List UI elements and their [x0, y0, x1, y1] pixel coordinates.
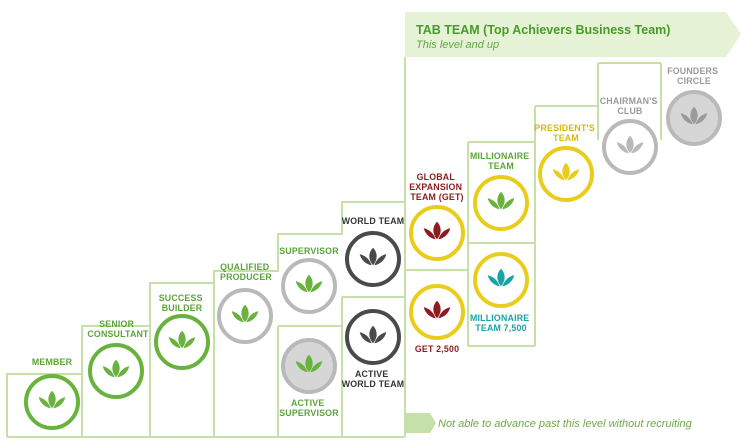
level-senior-consultant: SENIOR CONSULTANT — [87, 319, 149, 399]
svg-text:MILLIONAIRE TEAM: MILLIONAIRE TEAM — [470, 151, 532, 171]
level-active-supervisor: ACTIVE SUPERVISOR — [279, 338, 339, 418]
founders-circle-label-line2: CIRCLE — [677, 76, 711, 86]
millionaire-team-7500-label-line2: TEAM 7,500 — [475, 323, 526, 333]
founders-circle-label-line1: FOUNDERS — [667, 66, 718, 76]
level-millionaire-team-7500: MILLIONAIRE TEAM 7,500 — [470, 252, 532, 333]
supervisor-label: SUPERVISOR — [279, 246, 339, 256]
svg-text:ACTIVE WORLD TEAM: ACTIVE WORLD TEAM — [342, 369, 405, 389]
level-founders-circle: FOUNDERS CIRCLE — [666, 66, 722, 146]
tab-team-subtitle: This level and up — [416, 39, 499, 51]
active-supervisor-label-line1: ACTIVE — [291, 398, 324, 408]
footer-arrow-shape — [405, 413, 436, 433]
world-team-label: WORLD TEAM — [342, 216, 405, 226]
get-2500-label: GET 2,500 — [415, 344, 459, 354]
level-member: MEMBER — [24, 357, 80, 430]
get-label-line3: TEAM (GET) — [410, 192, 463, 202]
get-label-line2: EXPANSION — [409, 182, 462, 192]
chairmans-club-label-line1: CHAIRMAN'S — [600, 96, 658, 106]
active-supervisor-label-line2: SUPERVISOR — [279, 408, 339, 418]
svg-text:FOUNDERS CIRCLE: FOUNDERS CIRCLE — [667, 66, 721, 86]
svg-text:CHAIRMAN'S CLUB: CHAIRMAN'S CLUB — [600, 96, 661, 116]
level-chairmans-club: CHAIRMAN'S CLUB — [600, 96, 661, 175]
active-world-team-label-line2: WORLD TEAM — [342, 379, 405, 389]
level-world-team: WORLD TEAM — [342, 216, 405, 287]
level-qualified-producer: QUALIFIED PRODUCER — [217, 262, 273, 344]
senior-consultant-label-line1: SENIOR — [99, 319, 134, 329]
millionaire-team-label-line1: MILLIONAIRE — [470, 151, 529, 161]
svg-text:ACTIVE SUPERVISOR: ACTIVE SUPERVISOR — [279, 398, 339, 418]
active-world-team-label-line1: ACTIVE — [355, 369, 388, 379]
chairmans-club-label-line2: CLUB — [617, 106, 642, 116]
level-active-world-team: ACTIVE WORLD TEAM — [342, 309, 405, 389]
success-builder-label-line1: SUCCESS — [159, 293, 203, 303]
level-global-expansion-team: GLOBAL EXPANSION TEAM (GET) — [409, 172, 465, 261]
banner-arrow-shape — [405, 12, 741, 57]
level-get-2500: GET 2,500 — [409, 284, 465, 354]
staircase-lines — [6, 57, 662, 438]
presidents-team-label-line2: TEAM — [553, 133, 579, 143]
svg-text:PRESIDENT'S TEAM: PRESIDENT'S TEAM — [534, 123, 597, 143]
millionaire-team-label-line2: TEAM — [488, 161, 514, 171]
qualified-producer-label-line2: PRODUCER — [220, 272, 272, 282]
level-member-label: MEMBER — [32, 357, 73, 367]
level-millionaire-team: MILLIONAIRE TEAM — [470, 151, 532, 231]
tab-team-title: TAB TEAM (Top Achievers Business Team) — [416, 23, 670, 37]
recruiting-note: Not able to advance past this level with… — [405, 413, 693, 433]
success-builder-label-line2: BUILDER — [162, 303, 203, 313]
svg-text:SUCCESS BUILDER: SUCCESS BUILDER — [159, 293, 206, 313]
level-supervisor: SUPERVISOR — [279, 246, 339, 314]
svg-text:GLOBAL EXPANSION T: GLOBAL EXPANSION TEAM (GET) — [409, 172, 465, 202]
level-success-builder: SUCCESS BUILDER — [154, 293, 210, 370]
svg-text:MILLIONAIRE TEAM 7,500: MILLIONAIRE TEAM 7,500 — [470, 313, 532, 333]
millionaire-team-7500-label-line1: MILLIONAIRE — [470, 313, 529, 323]
qualified-producer-label-line1: QUALIFIED — [220, 262, 269, 272]
presidents-team-label-line1: PRESIDENT'S — [534, 123, 595, 133]
svg-text:SENIOR CONSULTANT: SENIOR CONSULTANT — [87, 319, 149, 339]
svg-text:QUALIFIED PRODUCER: QUALIFIED PRODUCER — [220, 262, 272, 282]
level-presidents-team: PRESIDENT'S TEAM — [534, 123, 597, 202]
tab-team-banner: TAB TEAM (Top Achievers Business Team) T… — [405, 12, 741, 57]
get-label-line1: GLOBAL — [417, 172, 456, 182]
senior-consultant-label-line2: CONSULTANT — [87, 329, 149, 339]
recruiting-note-text: Not able to advance past this level with… — [438, 418, 693, 430]
